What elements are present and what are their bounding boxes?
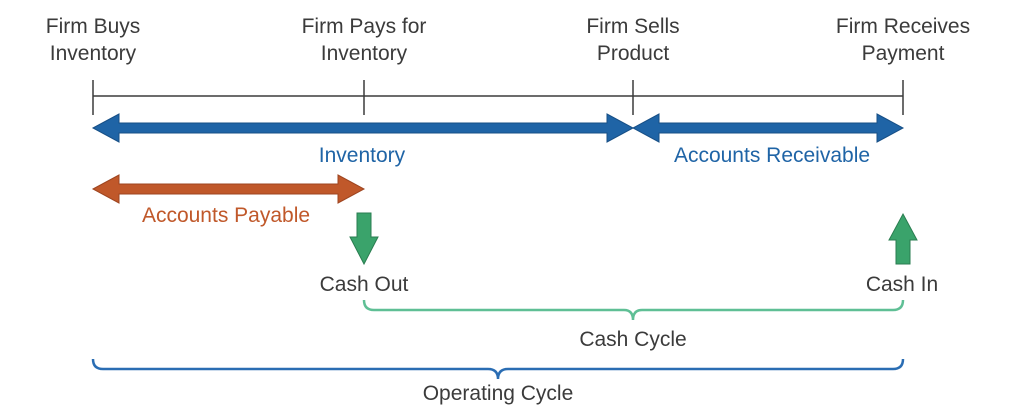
- accounts-payable-double-arrow: [91, 174, 366, 204]
- accounts-receivable-label: Accounts Receivable: [674, 144, 870, 167]
- accounts-payable-arrow: [91, 174, 366, 204]
- accounts-payable-label: Accounts Payable: [142, 204, 310, 227]
- cash-cycle-label: Cash Cycle: [579, 328, 686, 351]
- timeline: [92, 80, 904, 115]
- event-label-receives-line2: Payment: [862, 42, 945, 65]
- event-label-sells-line1: Firm Sells: [586, 15, 679, 38]
- event-label-buys-line2: Inventory: [50, 42, 137, 65]
- cash-in-arrow-icon: [888, 212, 918, 265]
- event-label-buys-line1: Firm Buys: [46, 15, 141, 38]
- cash-in-label: Cash In: [866, 273, 938, 296]
- cash-out-arrow-icon: [349, 212, 379, 266]
- inventory-arrow: [91, 113, 635, 143]
- accounts-receivable-arrow: [631, 113, 905, 143]
- inventory-double-arrow: [91, 113, 635, 143]
- accounts-receivable-double-arrow: [631, 113, 905, 143]
- cash-cycle-bracket: [362, 299, 905, 321]
- operating-cycle-label: Operating Cycle: [423, 382, 574, 405]
- event-label-pays-line2: Inventory: [321, 42, 408, 65]
- event-label-receives-line1: Firm Receives: [836, 15, 970, 38]
- event-label-sells-line2: Product: [597, 42, 670, 65]
- inventory-label: Inventory: [319, 144, 406, 167]
- operating-cycle-bracket: [91, 358, 905, 380]
- cash-out-label: Cash Out: [320, 273, 409, 296]
- event-label-pays-line1: Firm Pays for: [302, 15, 427, 38]
